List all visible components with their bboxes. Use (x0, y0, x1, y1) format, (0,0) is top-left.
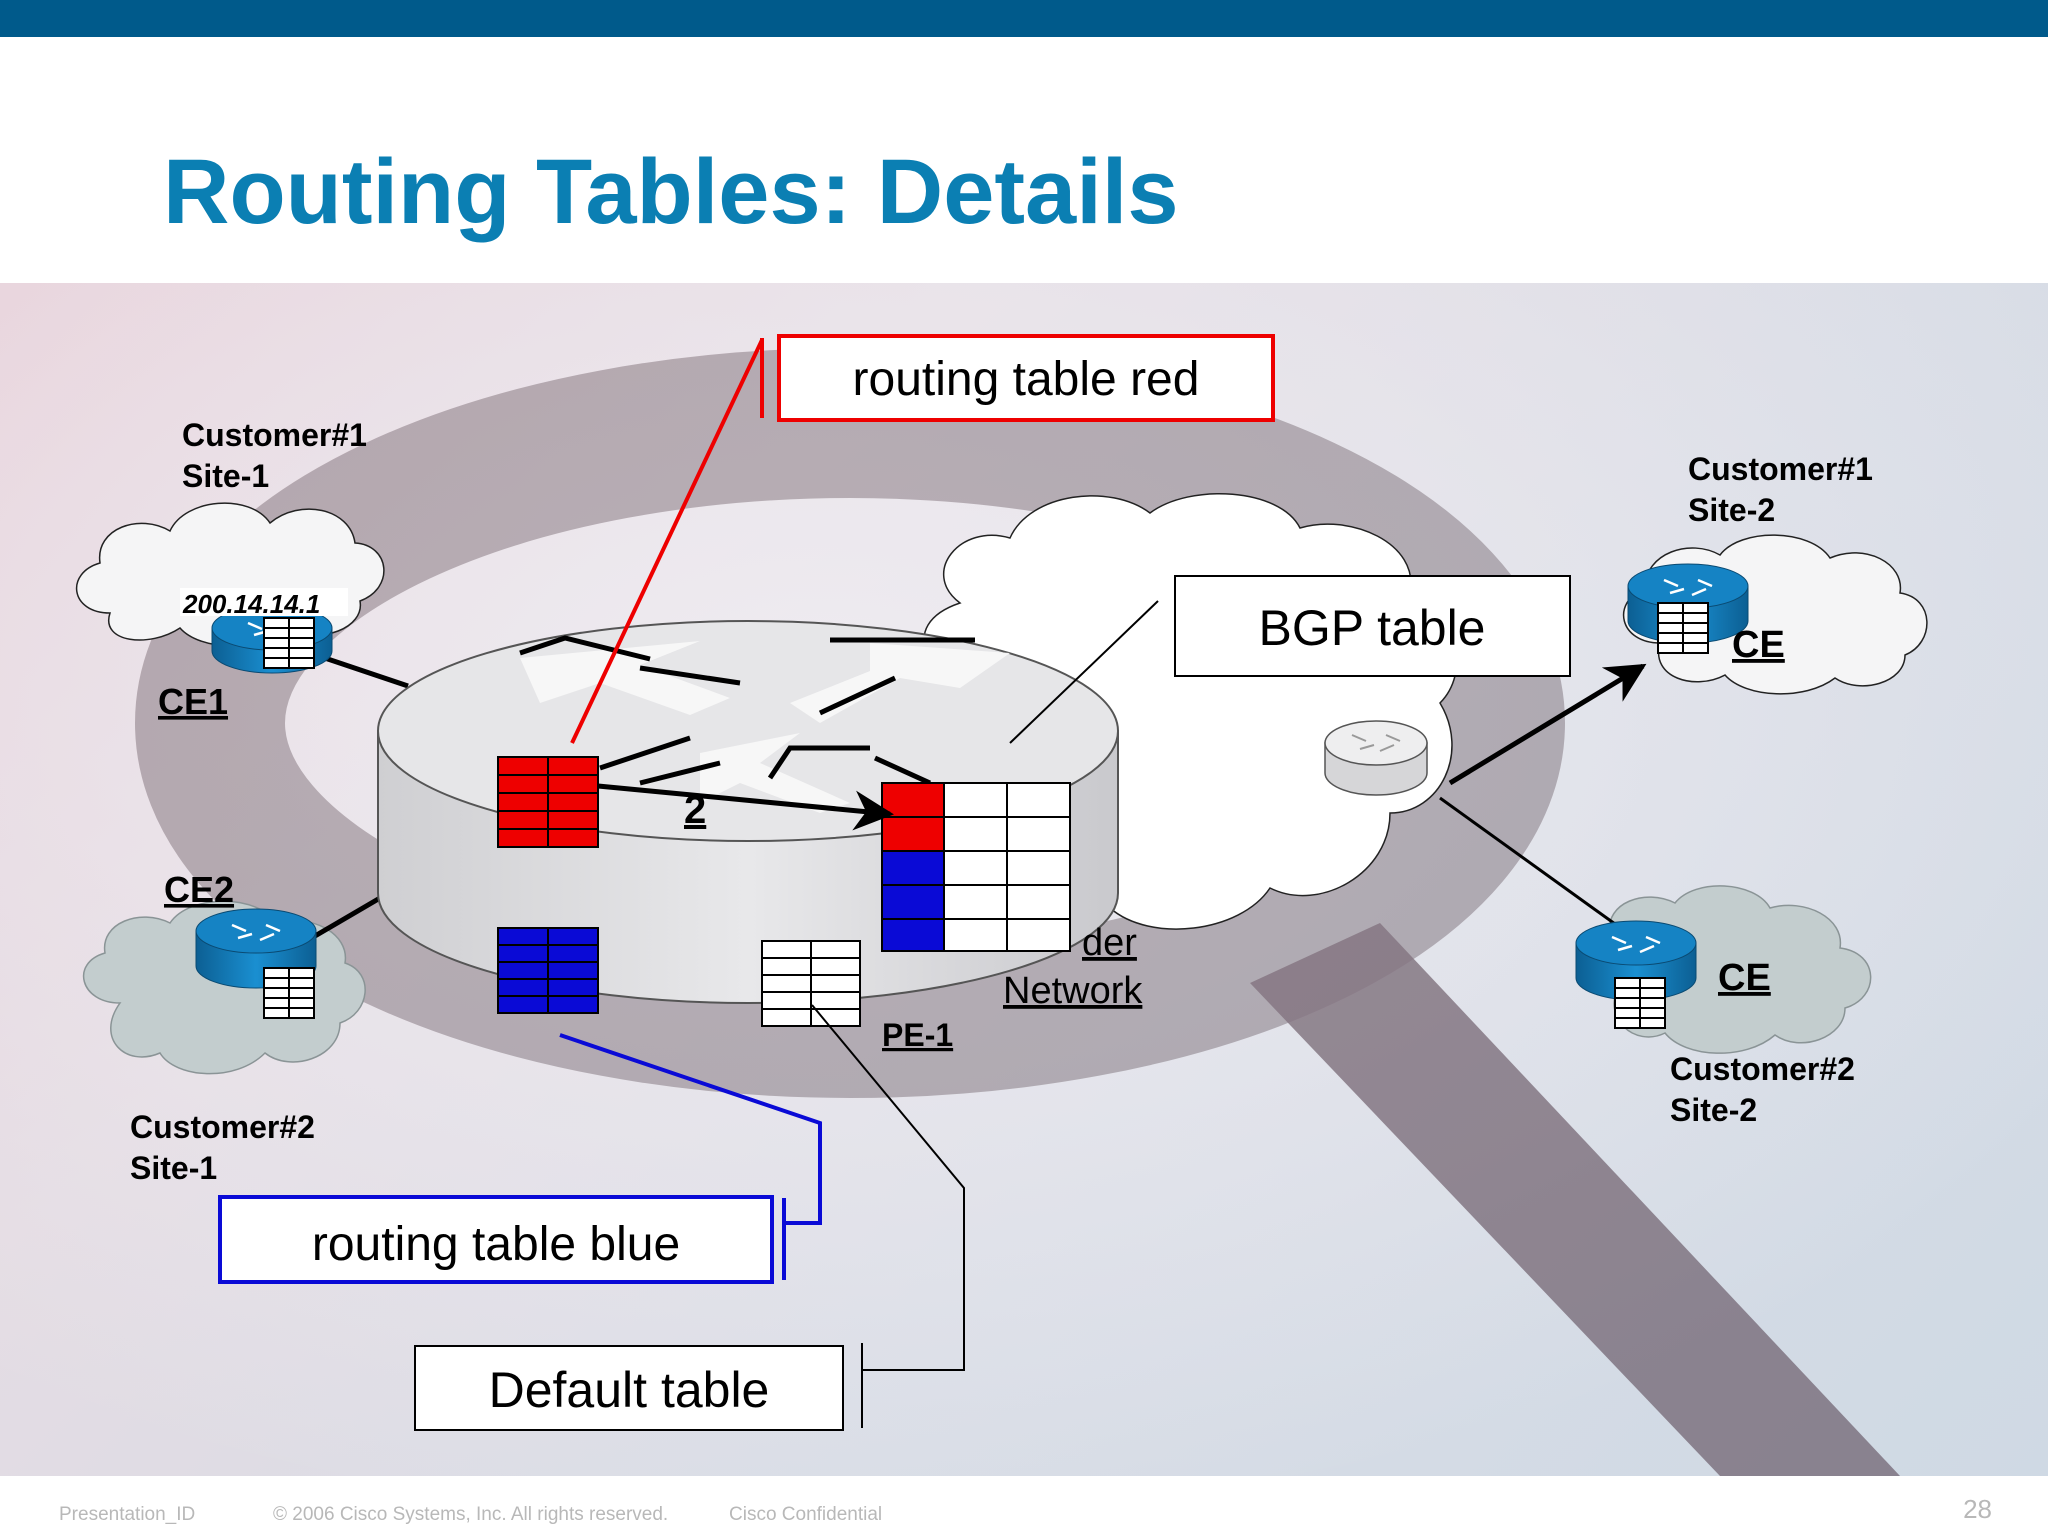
callout-default-text: Default table (489, 1362, 770, 1418)
link-ce2-pe1 (313, 895, 382, 939)
callout-red-text: routing table red (853, 353, 1200, 406)
diagram-stage: routing table red BGP table routing tabl… (0, 283, 2048, 1476)
callout-blue-box (218, 1195, 774, 1284)
callout-red-connector (570, 338, 764, 744)
label-provider-line1: der (1082, 922, 1137, 964)
callout-blue-connector (559, 1033, 822, 1280)
link-p-ce-cust2site2 (1439, 796, 1623, 931)
diagram: routing table red BGP table routing tabl… (0, 283, 2048, 1476)
callout-bgp-box (1174, 575, 1571, 677)
default-table (761, 940, 861, 1027)
blue-vrf-table (497, 927, 599, 1014)
label-c1s2-line1: Customer#1 (1688, 451, 1873, 487)
label-pe-route: 2 (684, 788, 706, 832)
callout-default-box (414, 1345, 844, 1431)
page-number: 28 (1963, 1494, 1992, 1524)
ce-cust2site2-router (1575, 920, 1697, 1001)
callout-blue-text: routing table blue (312, 1218, 680, 1271)
label-ce1: CE1 (158, 681, 228, 722)
label-c1s1-line2: Site-1 (182, 458, 269, 494)
label-c1s2-line2: Site-2 (1688, 492, 1775, 528)
footer-copyright: © 2006 Cisco Systems, Inc. All rights re… (273, 1504, 669, 1525)
label-ce-bottom: CE (1718, 957, 1771, 999)
label-ce-top: CE (1732, 624, 1785, 666)
ce1-table-icon (263, 617, 315, 669)
label-ce2: CE2 (164, 869, 234, 910)
label-c1s1-line1: Customer#1 (182, 417, 367, 453)
top-banner (0, 0, 2048, 37)
footer-confidential: Cisco Confidential (729, 1504, 883, 1525)
arrow-red-to-bgp (597, 783, 894, 831)
bgp-table-grid (881, 782, 1071, 952)
label-c2s1-line1: Customer#2 (130, 1109, 315, 1145)
callout-default-connector (811, 1004, 965, 1428)
callout-red-box (777, 334, 1275, 422)
slide-title: Routing Tables: Details (163, 141, 1179, 243)
label-c2s2-line2: Site-2 (1670, 1092, 1757, 1128)
label-c2s2-line1: Customer#2 (1670, 1051, 1855, 1087)
slide-footer (0, 1476, 2048, 1534)
ce-site2-table-icon (1657, 602, 1709, 654)
callout-bgp-text: BGP table (1258, 600, 1485, 656)
ce-cust2site2-table-icon (1614, 977, 1666, 1029)
callout-bgp-connector (1009, 600, 1159, 744)
p-router (1324, 720, 1428, 796)
footer-presentation-id: Presentation_ID (59, 1504, 196, 1525)
label-ce1-ip: 200.14.14.1 (182, 589, 320, 619)
link-p-ce-site2 (1448, 663, 1647, 786)
red-vrf-table (497, 756, 599, 848)
ce1-ip-backdrop (180, 588, 348, 616)
label-provider-line2: Network (1003, 970, 1143, 1012)
label-c2s1-line2: Site-1 (130, 1150, 217, 1186)
ce2-table-icon (263, 967, 315, 1019)
label-pe1: PE-1 (882, 1017, 953, 1053)
